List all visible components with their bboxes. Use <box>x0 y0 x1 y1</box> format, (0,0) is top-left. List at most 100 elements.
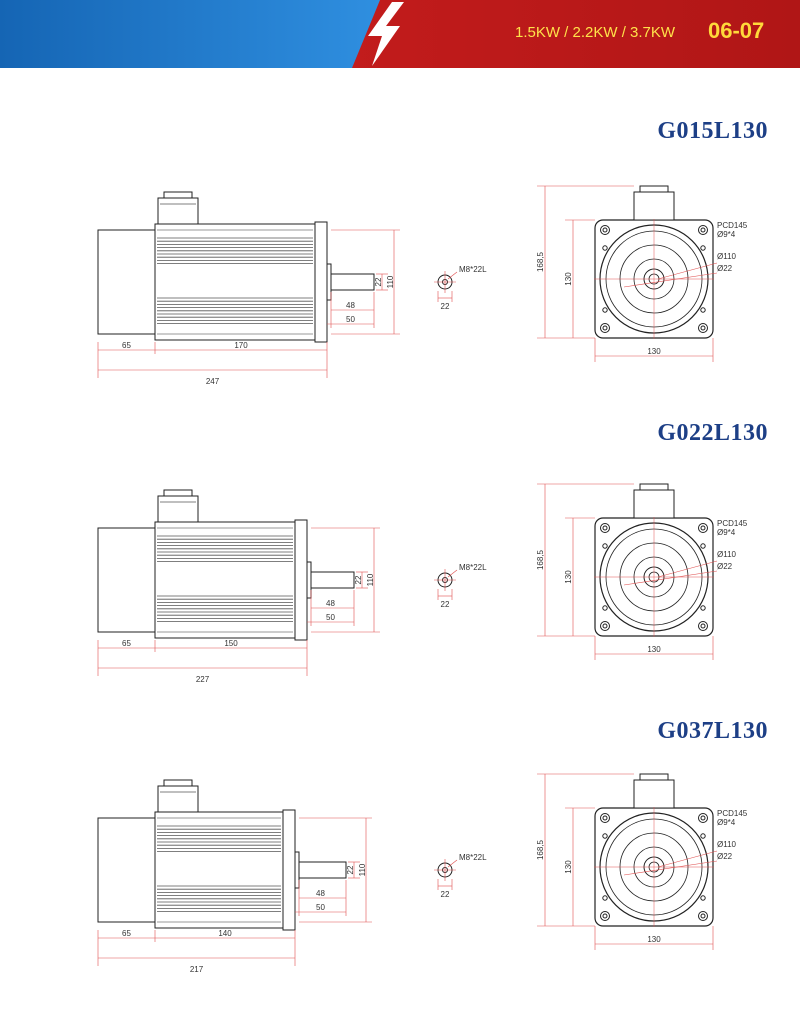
dimension-label: 130 <box>564 570 573 584</box>
dimension-label: 130 <box>647 935 661 944</box>
dimension-label: 65 <box>122 929 131 938</box>
tap-label: M8*22L <box>459 853 487 862</box>
connector-cap <box>163 779 193 787</box>
dimension-label: 130 <box>647 645 661 654</box>
output-shaft <box>310 571 355 589</box>
dimension-label: 227 <box>196 675 210 684</box>
connector-box <box>633 191 675 221</box>
dimension-label: 48 <box>326 599 335 608</box>
dimension-label: 110 <box>358 863 367 876</box>
dimension-label: 217 <box>190 965 204 974</box>
holes-label: Ø9*4 <box>717 230 736 239</box>
tap-label: M8*22L <box>459 265 487 274</box>
dimension-label: 50 <box>326 613 335 622</box>
bolt-hole <box>698 323 708 333</box>
dimension-label: 22 <box>374 277 383 286</box>
connector-box <box>157 197 199 225</box>
dimension-label: 22 <box>441 600 450 609</box>
mount-hole <box>700 543 706 549</box>
bolt-hole <box>600 523 610 533</box>
leader-line <box>623 272 718 288</box>
bolt-hole-inner <box>602 623 608 629</box>
tap-label: M8*22L <box>459 563 487 572</box>
dimension-label: 247 <box>206 377 220 386</box>
pcd-label: PCD145 <box>717 809 748 818</box>
dimension-label: 50 <box>346 315 355 324</box>
bolt-hole-inner <box>700 227 706 233</box>
mount-hole <box>602 307 608 313</box>
mount-hole <box>700 307 706 313</box>
pcd-label: PCD145 <box>717 519 748 528</box>
bolt-hole-inner <box>602 325 608 331</box>
pilot-label: Ø110 <box>717 550 737 559</box>
holes-label: Ø9*4 <box>717 818 736 827</box>
header-spec: 1.5KW / 2.2KW / 3.7KW <box>515 24 676 41</box>
pilot-label: Ø110 <box>717 252 737 261</box>
pilot-boss <box>306 561 312 599</box>
mount-hole <box>700 245 706 251</box>
dimension-label: 65 <box>122 341 131 350</box>
connector-cap <box>639 773 669 781</box>
leader-line <box>657 850 718 868</box>
dimension-label: 168,5 <box>536 251 545 272</box>
bolt-hole-inner <box>700 525 706 531</box>
dimension-label: 140 <box>218 929 232 938</box>
mount-hole <box>602 895 608 901</box>
dimension-label: 170 <box>234 341 248 350</box>
pilot-label: Ø110 <box>717 840 737 849</box>
dimension-label: 48 <box>316 889 325 898</box>
connector-box <box>633 779 675 809</box>
mount-hole <box>700 895 706 901</box>
bolt-hole <box>600 911 610 921</box>
mount-hole <box>602 245 608 251</box>
connector-box <box>157 785 199 813</box>
dimension-label: 110 <box>386 275 395 288</box>
connector-cap <box>163 191 193 199</box>
lightning-icon <box>368 2 404 66</box>
mount-hole <box>700 833 706 839</box>
leader-line <box>447 271 458 280</box>
dimension-label: 22 <box>346 865 355 874</box>
bolt-hole-inner <box>602 913 608 919</box>
rear-cover <box>97 527 156 633</box>
pcd-label: PCD145 <box>717 221 748 230</box>
bolt-hole <box>698 813 708 823</box>
leader-line <box>447 569 458 578</box>
dimension-label: 168,5 <box>536 549 545 570</box>
pilot-boss <box>326 263 332 301</box>
rear-cover <box>97 817 156 923</box>
connector-cap <box>163 489 193 497</box>
connector-box <box>633 489 675 519</box>
mounting-flange <box>282 809 296 931</box>
page-number: 06-07 <box>708 18 765 43</box>
dimension-label: 50 <box>316 903 325 912</box>
leader-line <box>657 262 718 280</box>
output-shaft <box>330 273 375 291</box>
bolt-hole <box>698 523 708 533</box>
dimension-label: 65 <box>122 639 131 648</box>
dimension-label: 130 <box>647 347 661 356</box>
mount-hole <box>700 605 706 611</box>
model-title: G037L130 <box>657 718 768 744</box>
shaft-dia-label: Ø22 <box>717 562 733 571</box>
dimension-label: 168,5 <box>536 839 545 860</box>
dimension-label: 150 <box>224 639 238 648</box>
model-title: G015L130 <box>657 118 768 144</box>
bolt-hole-inner <box>700 325 706 331</box>
bolt-hole-inner <box>700 623 706 629</box>
dimension-label: 130 <box>564 860 573 874</box>
mount-hole <box>602 833 608 839</box>
bolt-hole <box>698 621 708 631</box>
connector-cap <box>639 483 669 491</box>
header-banner <box>0 0 800 68</box>
shaft-dia-label: Ø22 <box>717 264 733 273</box>
bolt-hole <box>600 813 610 823</box>
mount-hole <box>602 605 608 611</box>
bolt-hole-inner <box>700 815 706 821</box>
bolt-hole <box>600 323 610 333</box>
